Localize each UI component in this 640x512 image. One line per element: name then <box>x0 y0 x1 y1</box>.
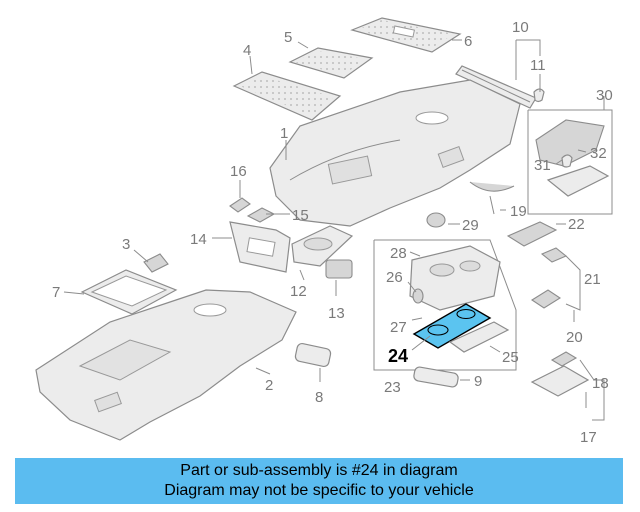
callout-26: 26 <box>386 269 403 286</box>
callout-6: 6 <box>464 33 472 50</box>
part-24-highlighted <box>412 303 492 349</box>
callout-25: 25 <box>502 349 519 366</box>
part-3-hook <box>143 253 169 273</box>
callout-11: 11 <box>530 57 546 74</box>
part-25-lens <box>448 321 510 353</box>
part-4-panel <box>232 71 342 121</box>
callout-3: 3 <box>122 236 130 253</box>
callout-13: 13 <box>328 305 345 322</box>
callout-23: 23 <box>384 379 401 396</box>
callout-15: 15 <box>292 207 309 224</box>
callout-12: 12 <box>290 283 307 300</box>
part-8-lens <box>294 342 332 368</box>
callout-21: 21 <box>584 271 601 288</box>
callout-30: 30 <box>596 87 613 104</box>
part-26-clip <box>412 288 424 304</box>
part-11-clip <box>533 88 545 103</box>
callout-4: 4 <box>243 42 251 59</box>
callout-31: 31 <box>534 157 551 174</box>
part-21-clips <box>530 247 568 309</box>
part-30-box <box>527 109 613 215</box>
callout-29: 29 <box>462 217 479 234</box>
banner-line-2: Diagram may not be specific to your vehi… <box>164 482 474 499</box>
callout-17: 17 <box>580 429 597 446</box>
callout-24-highlighted: 24 <box>388 346 408 366</box>
part-13-socket <box>325 259 353 279</box>
part-1-headliner <box>269 79 521 227</box>
part-16-clip <box>229 197 251 213</box>
part-2-headliner <box>35 289 297 441</box>
callout-1: 1 <box>280 125 288 142</box>
part-7-frame <box>80 269 178 315</box>
callout-32: 32 <box>590 145 607 162</box>
part-19-handle <box>469 181 515 215</box>
callout-27: 27 <box>390 319 407 336</box>
callout-14: 14 <box>190 231 207 248</box>
leader-lines <box>63 39 605 421</box>
callout-2: 2 <box>265 377 273 394</box>
part-5-panel <box>288 47 374 79</box>
part-15-bracket <box>246 207 276 223</box>
info-banner: Part or sub-assembly is #24 in diagram D… <box>15 458 623 504</box>
callout-20: 20 <box>566 329 583 346</box>
part-22-bracket <box>506 221 558 247</box>
parts-diagram: 1 2 3 4 5 6 7 8 9 10 11 12 13 14 15 16 1… <box>35 17 613 446</box>
callout-16: 16 <box>230 163 247 180</box>
callout-9: 9 <box>474 373 482 390</box>
part-14-sunvisor <box>229 221 291 273</box>
part-9-lens <box>413 366 459 388</box>
console-group-box <box>373 239 517 371</box>
part-12-lamp <box>291 225 354 267</box>
part-6-panel <box>350 17 462 53</box>
banner-line-1: Part or sub-assembly is #24 in diagram <box>180 462 458 479</box>
callout-7: 7 <box>52 284 60 301</box>
callout-5: 5 <box>284 29 292 46</box>
callout-19: 19 <box>510 203 527 220</box>
part-18-lamp <box>530 351 590 397</box>
callout-18: 18 <box>592 375 609 392</box>
console-housing <box>409 245 501 311</box>
callout-8: 8 <box>315 389 323 406</box>
callout-10: 10 <box>512 19 529 36</box>
callout-28: 28 <box>390 245 407 262</box>
callout-labels: 1 2 3 4 5 6 7 8 9 10 11 12 13 14 15 16 1… <box>52 19 613 446</box>
callout-22: 22 <box>568 216 585 233</box>
part-29-bulb <box>426 212 446 228</box>
